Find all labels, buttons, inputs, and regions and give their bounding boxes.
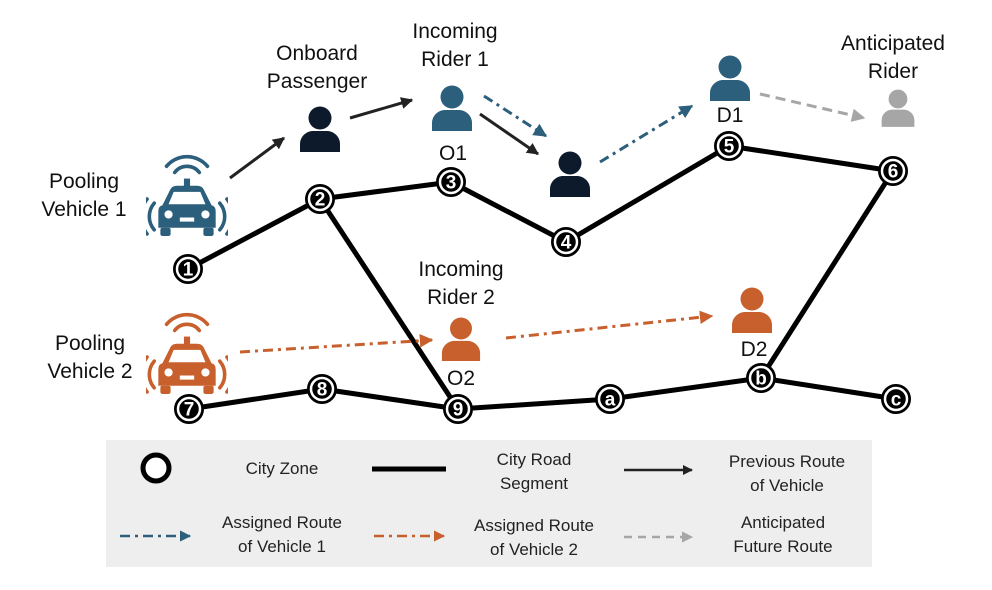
- road-segment-7-8: [186, 386, 325, 412]
- city-zone-ring: [883, 386, 909, 412]
- legend-previous-route-label-line1: Previous Route: [729, 452, 845, 471]
- person-icon: [732, 287, 772, 333]
- legend-assigned-route-1-label-line1: Assigned Route: [222, 513, 342, 532]
- city-zone-label: 5: [724, 137, 735, 158]
- legend-anticipated-route-label-line2: Future Route: [733, 537, 832, 556]
- person-icon: [710, 55, 750, 101]
- incoming-rider-2-label-line1: Incoming: [418, 258, 503, 281]
- person-icon: [432, 85, 472, 131]
- city-zone-ring: [309, 376, 335, 402]
- legend-anticipated-route-label-line1: Anticipated: [741, 513, 825, 532]
- assigned-route-vehicle-2-arrow: [505, 310, 714, 340]
- city-zone-label: 2: [315, 190, 326, 211]
- legend-previous-route-label-line2: of Vehicle: [750, 476, 824, 495]
- city-zone-4: 4: [551, 227, 581, 257]
- city-zone-label: 8: [317, 380, 328, 401]
- person-icon: [550, 151, 590, 197]
- road-segment-8-9: [319, 386, 461, 412]
- previous-route-arrow: [479, 112, 539, 156]
- city-zone-3: 3: [436, 167, 466, 197]
- city-zone-9: 9: [443, 394, 473, 424]
- road-segment-3-4: [448, 179, 569, 245]
- onboard-passenger-label-line1: Onboard: [276, 42, 358, 65]
- road-network: [185, 143, 899, 412]
- pooling-vehicle-1-label-line2: Vehicle 1: [41, 198, 126, 221]
- city-zone-label: 1: [183, 260, 194, 281]
- city-zone-8: 8: [307, 374, 337, 404]
- road-segment-4-5: [563, 143, 732, 245]
- city-zone-a: a: [595, 384, 625, 414]
- pooling-vehicle-2-label-line1: Pooling: [55, 332, 125, 355]
- road-segment-b-6: [758, 168, 896, 381]
- anticipated-route-arrow: [759, 92, 866, 122]
- road-segment-b-c: [758, 375, 899, 402]
- city-zone-c: c: [881, 384, 911, 414]
- city-zones: 1 2 3 4 5 6 7 8 9 a b c: [173, 131, 911, 424]
- assigned-route-vehicle-2-arrow: [239, 334, 434, 354]
- anticipated-rider-label-line2: Rider: [868, 60, 918, 83]
- destination-2-label: D2: [741, 338, 768, 361]
- city-zone-1: 1: [173, 254, 203, 284]
- pooling-vehicle-1-label-line1: Pooling: [49, 170, 119, 193]
- city-zone-2: 2: [305, 184, 335, 214]
- person-icon: [441, 317, 481, 361]
- city-zone-ring: [438, 169, 464, 195]
- city-zone-ring: [597, 386, 623, 412]
- origin-2-label: O2: [447, 367, 475, 390]
- city-zone-ring: [307, 186, 333, 212]
- city-zone-label: c: [891, 390, 902, 411]
- city-zone-label: 3: [446, 173, 457, 194]
- previous-route-arrow: [229, 136, 285, 180]
- origin-1-label: O1: [439, 142, 467, 165]
- city-zone-label: 4: [561, 233, 572, 254]
- city-zone-label: a: [605, 390, 616, 411]
- legend-city-zone-label: City Zone: [246, 459, 319, 478]
- assigned-route-vehicle-1-arrow: [483, 94, 548, 138]
- incoming-rider-1-label-line2: Rider 1: [421, 48, 489, 71]
- person-icon: [881, 89, 915, 127]
- road-segment-5-6: [726, 143, 896, 174]
- legend-assigned-route-2-label-line2: of Vehicle 2: [490, 540, 578, 559]
- incoming-rider-1-label-line1: Incoming: [412, 20, 497, 43]
- road-segment-2-9: [317, 196, 461, 412]
- legend-background: [106, 440, 872, 567]
- connected-car-icon: [146, 154, 228, 238]
- pooling-vehicle-2-label-line2: Vehicle 2: [47, 360, 132, 383]
- road-segment-9-a: [455, 396, 613, 412]
- city-zone-label: b: [755, 369, 767, 390]
- person-icon: [300, 106, 340, 152]
- road-segment-a-b: [607, 375, 764, 402]
- onboard-passenger-label-line2: Passenger: [267, 70, 367, 93]
- city-zone-b: b: [746, 363, 776, 393]
- city-zone-label: 9: [453, 400, 464, 421]
- city-zone-ring: [175, 256, 201, 282]
- city-zone-ring: [880, 158, 906, 184]
- city-zone-ring: [748, 365, 774, 391]
- legend-assigned-route-1-label-line2: of Vehicle 1: [238, 537, 326, 556]
- route-arrows: [229, 92, 866, 354]
- city-zone-6: 6: [878, 156, 908, 186]
- city-zone-7: 7: [174, 394, 204, 424]
- connected-car-icon: [146, 312, 228, 396]
- assigned-route-vehicle-1-arrow: [599, 104, 694, 164]
- legend: City Zone City Road Segment Previous Rou…: [120, 450, 845, 559]
- legend-city-zone-symbol: [140, 452, 172, 484]
- city-zone-ring: [716, 133, 742, 159]
- road-segment-1-2: [185, 196, 323, 272]
- road-segment-2-3: [317, 179, 454, 202]
- city-zone-label: 7: [184, 400, 195, 421]
- legend-road-segment-label-line2: Segment: [500, 474, 568, 493]
- legend-road-segment-label-line1: City Road: [497, 450, 572, 469]
- city-zone-ring: [553, 229, 579, 255]
- city-zone-label: 6: [888, 162, 899, 183]
- previous-route-arrow: [349, 97, 414, 120]
- legend-assigned-route-2-label-line1: Assigned Route: [474, 516, 594, 535]
- city-zone-5: 5: [714, 131, 744, 161]
- anticipated-rider-label-line1: Anticipated: [841, 32, 945, 55]
- city-zone-ring: [445, 396, 471, 422]
- destination-1-label: D1: [717, 104, 744, 127]
- incoming-rider-2-label-line2: Rider 2: [427, 286, 495, 309]
- city-zone-ring: [176, 396, 202, 422]
